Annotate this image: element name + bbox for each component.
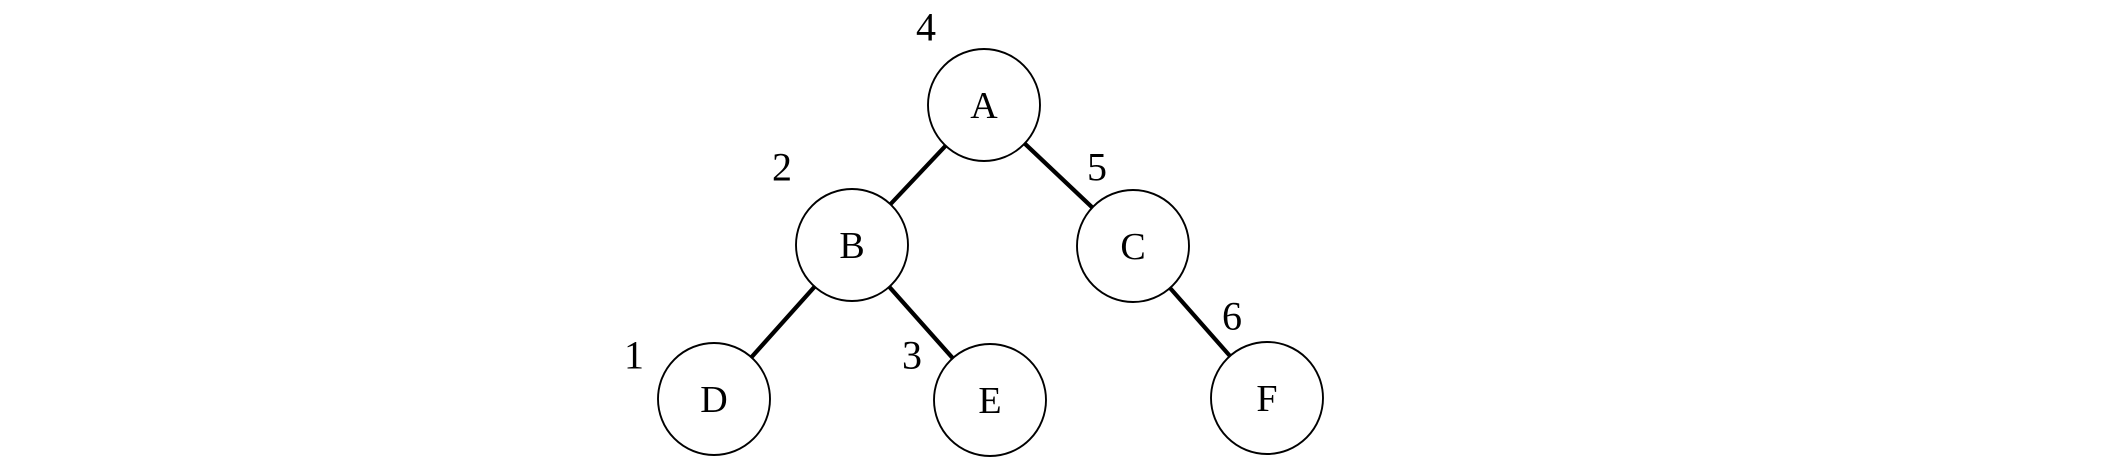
node-label-d: D [700, 379, 727, 421]
node-circle-e[interactable] [933, 343, 1047, 457]
edge-b-e [887, 284, 955, 361]
order-label-e: 3 [902, 333, 922, 378]
edge-c-f [1167, 285, 1233, 359]
tree-node-d[interactable]: D [657, 342, 771, 456]
edge-layer [749, 141, 1233, 361]
node-label-a: A [970, 85, 998, 127]
edge-b-d [749, 284, 817, 360]
node-label-f: F [1256, 378, 1277, 420]
tree-node-f[interactable]: F [1210, 341, 1324, 455]
tree-node-a[interactable]: A [927, 48, 1041, 162]
node-circle-d[interactable] [657, 342, 771, 456]
tree-node-c[interactable]: C [1076, 189, 1190, 303]
node-circle-f[interactable] [1210, 341, 1324, 455]
order-label-layer: 4 2 5 1 3 6 [624, 5, 1242, 378]
node-layer: A B C D E F [657, 48, 1324, 457]
node-label-e: E [978, 380, 1001, 422]
node-circle-b[interactable] [795, 188, 909, 302]
edge-a-b [888, 143, 948, 207]
node-circle-a[interactable] [927, 48, 1041, 162]
tree-node-b[interactable]: B [795, 188, 909, 302]
order-label-c: 5 [1087, 145, 1107, 190]
node-label-b: B [839, 225, 864, 267]
order-label-d: 1 [624, 333, 644, 378]
order-label-b: 2 [772, 145, 792, 190]
order-label-f: 6 [1222, 294, 1242, 339]
edge-a-c [1022, 141, 1095, 210]
node-circle-c[interactable] [1076, 189, 1190, 303]
tree-node-e[interactable]: E [933, 343, 1047, 457]
order-label-a: 4 [916, 5, 936, 50]
node-label-c: C [1120, 226, 1145, 268]
